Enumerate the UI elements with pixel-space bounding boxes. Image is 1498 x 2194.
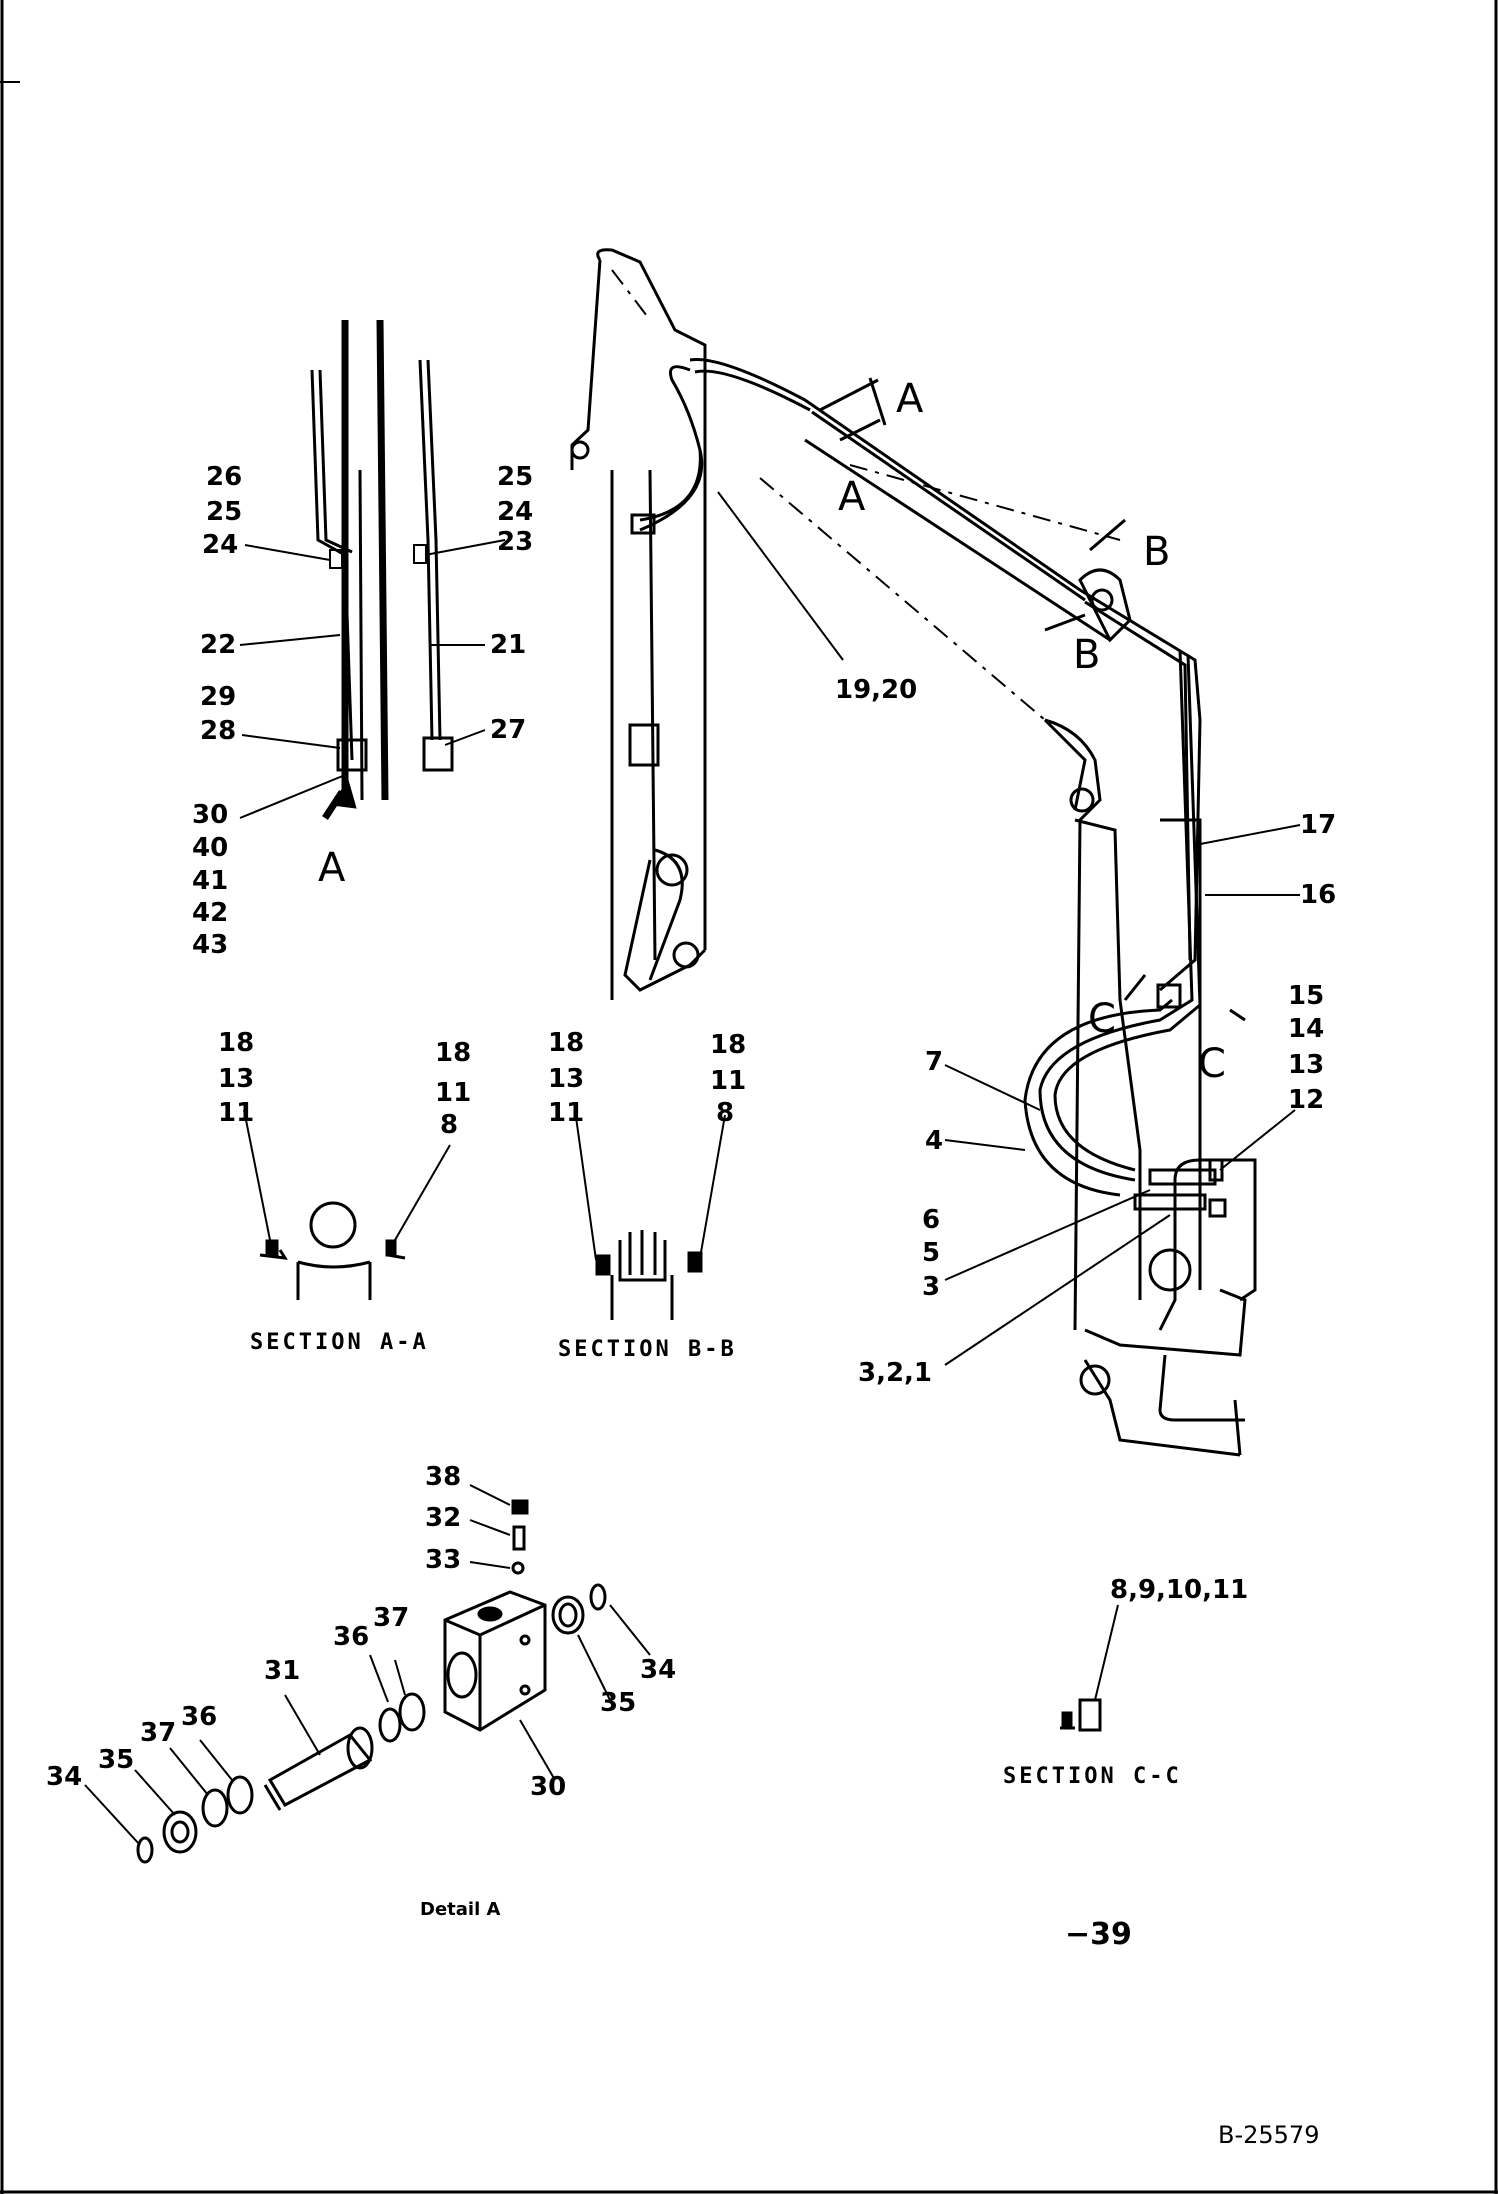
callout-label: 32 — [425, 1503, 462, 1533]
section-aa-drawing — [243, 1109, 451, 1300]
callout-label: 18 — [218, 1028, 255, 1058]
callout-label: 18 — [435, 1038, 472, 1068]
leaders-pipe-detail — [239, 539, 506, 819]
callout-label: 31 — [264, 1656, 301, 1686]
cut-mark-label: C — [1198, 1041, 1226, 1087]
callout-label: 40 — [192, 833, 229, 863]
section-cc-drawing — [1060, 1604, 1119, 1732]
section-bb-drawing — [574, 1109, 726, 1320]
callout-label: 25 — [206, 497, 243, 527]
callout-label: 23 — [497, 527, 534, 557]
detail-a-drawing — [84, 1484, 651, 1864]
detail-a-caption: Detail A — [420, 1899, 501, 1920]
callout-label: 18 — [548, 1028, 585, 1058]
callout-label: 6 — [922, 1205, 941, 1235]
cut-mark-label: A — [896, 376, 924, 422]
section-bb-caption: SECTION B-B — [558, 1337, 737, 1362]
callout-label: 25 — [497, 462, 534, 492]
callout-label: 28 — [200, 716, 237, 746]
callout-label: 5 — [922, 1238, 941, 1268]
callout-label: 15 — [1288, 981, 1325, 1011]
callout-label: 37 — [373, 1603, 410, 1633]
callout-label: 8 — [716, 1098, 735, 1128]
callout-label: 14 — [1288, 1014, 1325, 1044]
callout-label: 8,9,10,11 — [1110, 1575, 1249, 1605]
callout-label: 29 — [200, 682, 237, 712]
callout-label: 41 — [192, 866, 229, 896]
callout-label: 11 — [218, 1098, 255, 1128]
view-arrow-label: A — [318, 845, 346, 891]
cut-mark-label: B — [1073, 632, 1101, 678]
callout-label: 7 — [925, 1047, 944, 1077]
callout-label: 33 — [425, 1545, 462, 1575]
callout-label: 3,2,1 — [858, 1358, 933, 1388]
callout-label: 13 — [1288, 1050, 1325, 1080]
callout-label: 13 — [218, 1064, 255, 1094]
callout-label: 22 — [200, 630, 237, 660]
callout-label: 11 — [435, 1078, 472, 1108]
section-cc-caption: SECTION C-C — [1003, 1764, 1182, 1789]
callout-label: 37 — [140, 1718, 177, 1748]
callout-label: 27 — [490, 715, 527, 745]
section-aa-caption: SECTION A-A — [250, 1330, 429, 1355]
callout-label: 34 — [46, 1762, 83, 1792]
callout-label: 18 — [710, 1030, 747, 1060]
cut-mark-label: B — [1143, 529, 1171, 575]
callout-label: 35 — [600, 1688, 637, 1718]
callout-label: 35 — [98, 1745, 135, 1775]
cut-mark-label: C — [1088, 996, 1116, 1042]
callout-label: 30 — [192, 800, 229, 830]
callout-label: 26 — [206, 462, 243, 492]
pipe-detail-drawing — [310, 319, 454, 820]
callout-label: 8 — [440, 1110, 459, 1140]
callout-label: 4 — [925, 1126, 944, 1156]
callout-label: 21 — [490, 630, 527, 660]
boom-arm-drawing — [570, 248, 1301, 1457]
cut-mark-label: A — [838, 474, 866, 520]
callout-label: 11 — [548, 1098, 585, 1128]
drawing-number: B-25579 — [1218, 2121, 1320, 2149]
callout-label: 30 — [530, 1772, 567, 1802]
callout-label: 42 — [192, 898, 229, 928]
callout-label: 36 — [333, 1622, 370, 1652]
callout-label: 16 — [1300, 880, 1337, 910]
callout-label: 13 — [548, 1064, 585, 1094]
callout-label: 19,20 — [835, 675, 918, 705]
page-number: −39 — [1065, 1917, 1132, 1952]
callout-label: 17 — [1300, 810, 1337, 840]
callout-label: 12 — [1288, 1085, 1325, 1115]
callout-label: 24 — [202, 530, 239, 560]
callout-label: 3 — [922, 1272, 941, 1302]
callout-label: 38 — [425, 1462, 462, 1492]
callout-label: 24 — [497, 497, 534, 527]
callout-label: 36 — [181, 1702, 218, 1732]
callout-label: 43 — [192, 930, 229, 960]
callout-label: 11 — [710, 1066, 747, 1096]
callout-label: 34 — [640, 1655, 677, 1685]
